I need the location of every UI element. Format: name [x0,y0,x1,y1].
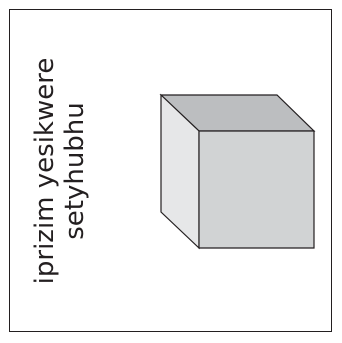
cube-front-face [199,131,314,248]
